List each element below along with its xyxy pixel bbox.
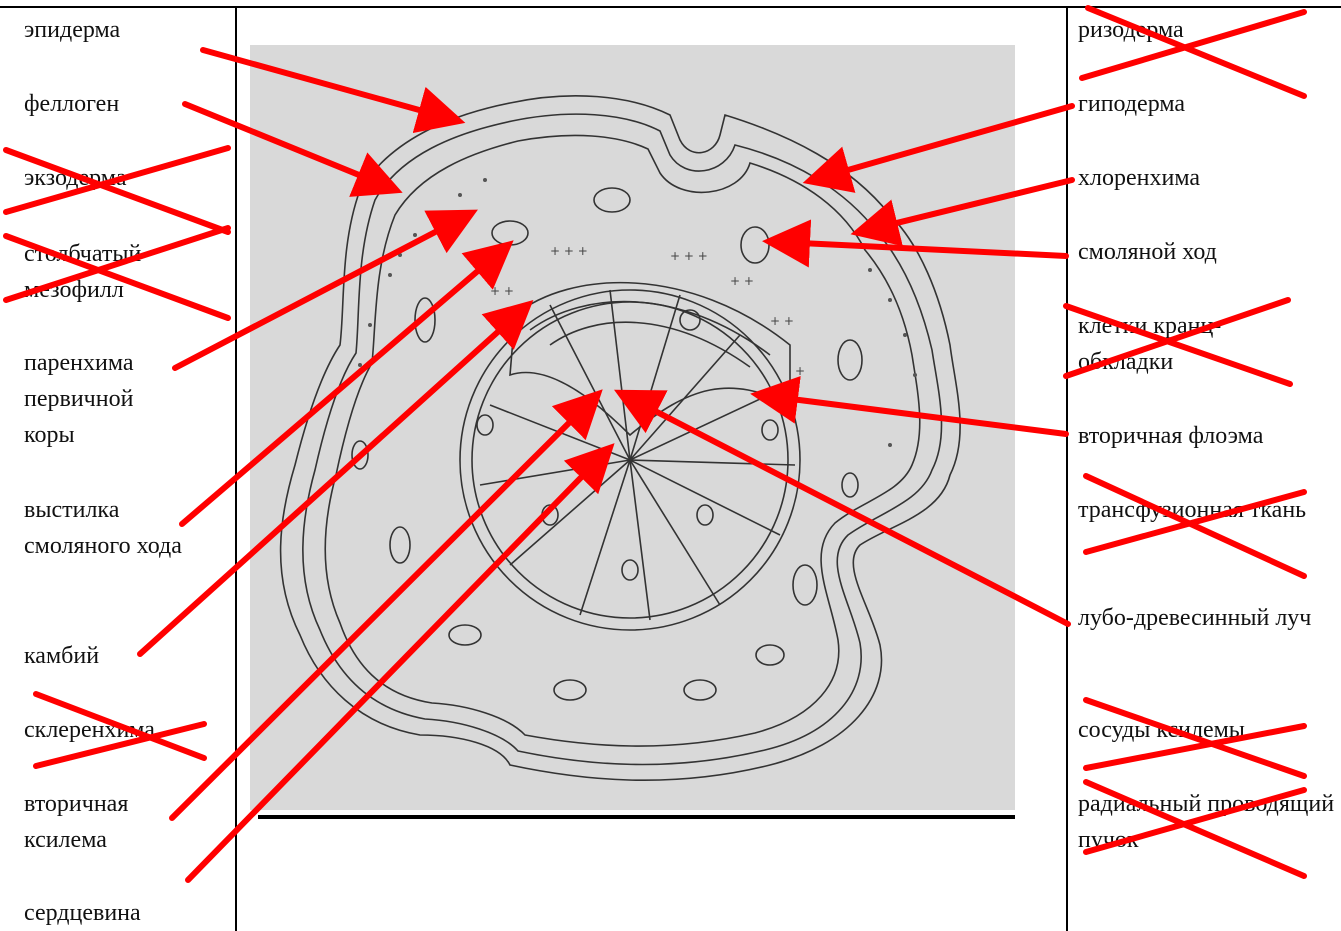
label-kambii: камбий xyxy=(24,638,99,674)
label-sosudy: сосуды ксилемы xyxy=(1078,712,1245,748)
label-vtor-floema: вторичная флоэма xyxy=(1078,418,1263,454)
label-vystilka: выстилка смоляного хода xyxy=(24,492,184,564)
svg-text:+ +: + + xyxy=(730,274,754,288)
label-fellogen: феллоген xyxy=(24,86,119,122)
stem-cross-section-drawing: + + + + + + + + + + + + + xyxy=(250,45,1015,810)
table-top-border xyxy=(0,6,1341,8)
svg-text:+ + +: + + + xyxy=(670,249,708,263)
label-kletki: клетки кранц-обкладки xyxy=(1078,308,1278,380)
label-hlorenhima: хлоренхима xyxy=(1078,160,1200,196)
label-sklerenhima: склеренхима xyxy=(24,712,155,748)
svg-text:+ + +: + + + xyxy=(550,244,588,258)
drawing-underline xyxy=(258,815,1015,819)
label-parenhima: паренхима первичной коры xyxy=(24,345,184,453)
label-rizoderma: ризодерма xyxy=(1078,12,1184,48)
left-column-border xyxy=(235,6,237,931)
svg-text:+ +: + + xyxy=(770,314,794,328)
label-smol-hod: смоляной ход xyxy=(1078,234,1217,270)
label-lubo: лубо-древесинный луч xyxy=(1078,600,1338,636)
label-radialnyi: радиальный проводящий пучок xyxy=(1078,786,1338,858)
svg-text:+ +: + + xyxy=(490,284,514,298)
label-transfuz: трансфузионная ткань xyxy=(1078,492,1308,528)
cross-section-sketch: + + + + + + + + + + + + + xyxy=(250,45,1015,810)
label-gipoderma: гиподерма xyxy=(1078,86,1185,122)
label-stolbchatyi: столбчатый мезофилл xyxy=(24,236,194,308)
label-epiderma: эпидерма xyxy=(24,12,120,48)
svg-text:+: + xyxy=(795,364,805,378)
right-column-border xyxy=(1066,6,1068,931)
label-vtor-ksilema: вторичная ксилема xyxy=(24,786,184,858)
label-ekzoderma: экзодерма xyxy=(24,160,126,196)
label-serdcevina: сердцевина xyxy=(24,895,141,931)
